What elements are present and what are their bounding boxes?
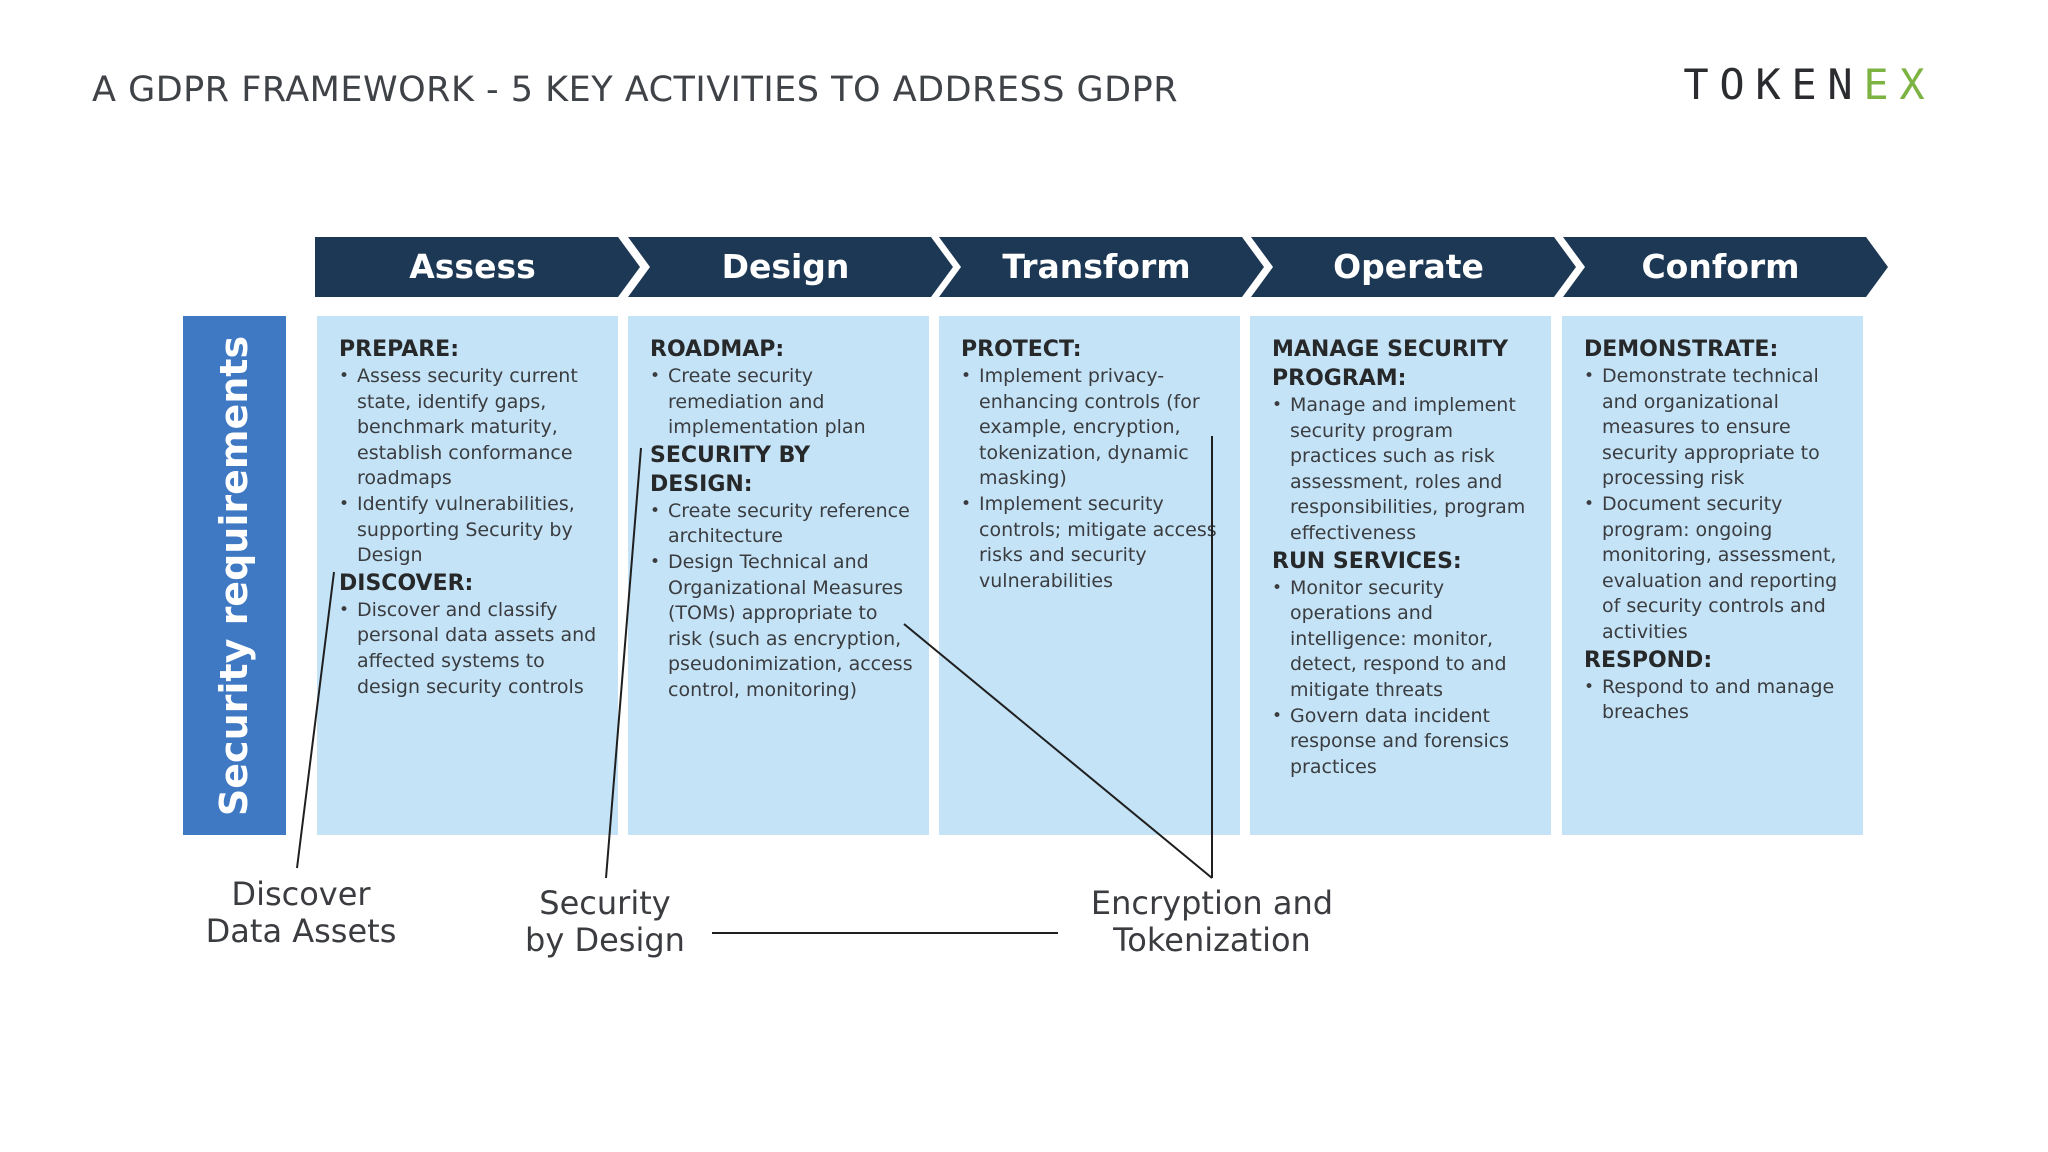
phase-label: Assess	[409, 247, 536, 286]
phase-column-operate: MANAGE SECURITY PROGRAM:Manage and imple…	[1250, 316, 1551, 835]
page-title: A GDPR FRAMEWORK - 5 KEY ACTIVITIES TO A…	[92, 70, 1179, 110]
section-heading: DISCOVER:	[339, 570, 474, 596]
phase-chevron-operate: Operate	[1251, 237, 1576, 297]
bullet-list: Monitor security operations and intellig…	[1272, 576, 1539, 781]
section-heading: DEMONSTRATE:	[1584, 337, 1779, 362]
callout-line-2: Data Assets	[205, 912, 397, 950]
logo-letter: N	[1827, 60, 1853, 109]
bullet-item: Govern data incident response and forens…	[1272, 704, 1539, 781]
bullet-item: Implement security controls; mitigate ac…	[961, 492, 1228, 594]
bullet-list: Respond to and manage breaches	[1584, 675, 1851, 726]
logo-letter: E	[1863, 60, 1889, 109]
security-requirements-bar: Security requirements	[183, 316, 286, 835]
callout-line-1: Security	[539, 884, 671, 922]
bullet-item: Discover and classify personal data asse…	[339, 598, 606, 700]
logo-letter: K	[1755, 60, 1781, 109]
encryption-callout-line-diagonal	[903, 623, 1213, 879]
section-heading: PROTECT:	[961, 337, 1082, 362]
phase-chevron-transform: Transform	[939, 237, 1264, 297]
phase-column-conform: DEMONSTRATE:Demonstrate technical and or…	[1562, 316, 1863, 835]
bullet-item: Implement privacy-enhancing controls (fo…	[961, 364, 1228, 492]
bullet-list: Create security reference architectureDe…	[650, 499, 917, 704]
bullet-item: Identify vulnerabilities, supporting Sec…	[339, 492, 606, 569]
phase-label: Design	[721, 247, 850, 286]
section-heading: SECURITY BY DESIGN:	[650, 442, 811, 497]
phase-label: Transform	[1002, 247, 1191, 286]
security-callout-line	[605, 447, 642, 879]
bullet-list: Demonstrate technical and organizational…	[1584, 364, 1851, 646]
phase-label: Operate	[1333, 247, 1484, 286]
logo-letter: O	[1719, 60, 1745, 109]
bullet-item: Create security remediation and implemen…	[650, 364, 917, 441]
phase-column-design: ROADMAP:Create security remediation and …	[628, 316, 929, 835]
bullet-item: Design Technical and Organizational Meas…	[650, 550, 917, 704]
phase-column-assess: PREPARE:Assess security current state, i…	[317, 316, 618, 835]
bullet-list: Create security remediation and implemen…	[650, 364, 917, 441]
discover-data-assets-callout: Discover Data Assets	[196, 876, 406, 950]
section-heading: ROADMAP:	[650, 337, 785, 362]
callout-line-1: Encryption and	[1090, 884, 1334, 922]
bullet-list: Discover and classify personal data asse…	[339, 598, 606, 700]
bullet-item: Manage and implement security program pr…	[1272, 393, 1539, 547]
section-heading: RUN SERVICES:	[1272, 548, 1462, 574]
bullet-item: Document security program: ongoing monit…	[1584, 492, 1851, 646]
phase-chevron-assess: Assess	[315, 237, 640, 297]
bullet-item: Create security reference architecture	[650, 499, 917, 550]
discover-callout-line	[296, 571, 335, 869]
bullet-list: Manage and implement security program pr…	[1272, 393, 1539, 547]
callout-line-2: Tokenization	[1113, 921, 1311, 959]
phase-chevron-design: Design	[628, 237, 953, 297]
callout-line-2: by Design	[525, 921, 685, 959]
bullet-item: Respond to and manage breaches	[1584, 675, 1851, 726]
bullet-item: Demonstrate technical and organizational…	[1584, 364, 1851, 492]
logo-letter: X	[1899, 60, 1925, 109]
section-heading: MANAGE SECURITY PROGRAM:	[1272, 337, 1509, 391]
bullet-item: Assess security current state, identify …	[339, 364, 606, 492]
security-by-design-callout: Security by Design	[505, 885, 705, 959]
phase-label: Conform	[1641, 247, 1800, 286]
encryption-tokenization-callout: Encryption and Tokenization	[1077, 885, 1347, 959]
bullet-list: Implement privacy-enhancing controls (fo…	[961, 364, 1228, 594]
bullet-item: Monitor security operations and intellig…	[1272, 576, 1539, 704]
section-heading: RESPOND:	[1584, 647, 1713, 673]
bullet-list: Assess security current state, identify …	[339, 364, 606, 569]
phase-chevron-conform: Conform	[1563, 237, 1888, 297]
callout-line-1: Discover	[231, 875, 371, 913]
section-heading: PREPARE:	[339, 337, 459, 362]
phase-column-transform: PROTECT:Implement privacy-enhancing cont…	[939, 316, 1240, 835]
logo-letter: T	[1683, 60, 1709, 109]
logo-letter: E	[1791, 60, 1817, 109]
